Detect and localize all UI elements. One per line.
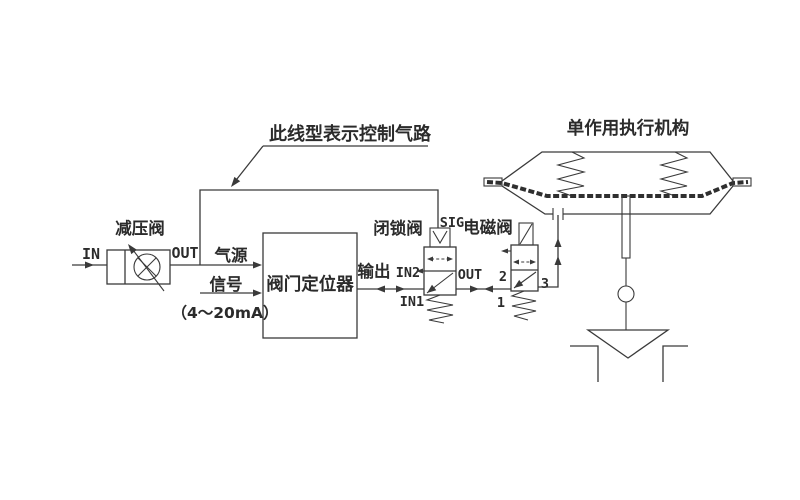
lockup-to-solenoid-line: [456, 285, 511, 293]
lockup-flow-left-arrowhead-icon: [427, 256, 433, 262]
annotation-arrowhead-icon: [231, 176, 241, 187]
lockup-out-label: OUT: [458, 267, 482, 283]
reducing-valve-body: [106, 249, 171, 285]
solenoid-port3-label: 3: [541, 276, 549, 292]
reducing-valve-x2: [137, 257, 157, 277]
actuator-assembly: 单作用执行机构: [483, 118, 752, 382]
signal-range-label: （4～20mA）: [171, 304, 278, 322]
stem-connector-circle: [617, 285, 635, 303]
lockup-spring-icon: [425, 294, 454, 324]
annotation-leader-line: [232, 145, 264, 185]
pipe-left-arrowhead-icon: [484, 285, 493, 293]
solenoid-port1-label: 1: [497, 295, 505, 311]
actuator-diaphragm: [486, 180, 749, 198]
solenoid-flow-right-arrowhead-icon: [530, 259, 536, 265]
actuator-stem: [621, 195, 631, 259]
reducing-valve-adjust-line: [129, 245, 165, 292]
supply-lines: 气源 信号 （4～20mA）: [170, 245, 279, 322]
lockup-bottom-arrowhead-icon: [427, 284, 437, 293]
lockup-in2-label: IN2: [396, 265, 420, 281]
lockup-valve-assembly: 闭锁阀 SIG IN2 IN1 OUT: [373, 215, 482, 324]
reducing-valve-label: 减压阀: [115, 218, 165, 238]
valve-plug-triangle: [585, 329, 671, 359]
diaphragm-right-clamp: [732, 177, 752, 187]
solenoid-coil-slash-icon: [519, 223, 533, 245]
valve-body-bracket-left: [570, 345, 599, 382]
solenoid-flow-left-arrowhead-icon: [513, 259, 519, 265]
air-supply-arrowhead-icon: [253, 261, 262, 269]
out-port-label: OUT: [171, 244, 198, 262]
pipe-right-arrowhead-icon: [470, 285, 479, 293]
reducing-valve-assembly: IN 减压阀 OUT: [72, 218, 199, 292]
riser-up-arrowhead1-icon: [554, 238, 562, 247]
in-port-label: IN: [82, 245, 100, 263]
positioner-box: [262, 232, 358, 339]
lockup-in2-vent-arrowhead-icon: [416, 268, 423, 274]
solenoid-bottom-arrowhead-icon: [514, 279, 524, 288]
output-right-arrowhead-icon: [396, 285, 405, 293]
actuator-spring-right-icon: [658, 151, 690, 197]
actuator-lower-case-left: [501, 185, 553, 215]
actuator-lower-case-right: [563, 185, 734, 215]
valve-body-bracket-right: [662, 345, 688, 382]
actuator-upper-case: [501, 151, 734, 182]
output-left-arrowhead-icon: [376, 285, 385, 293]
lockup-pilot-check-icon: [432, 230, 448, 245]
solenoid-port2-label: 2: [499, 269, 507, 285]
lockup-flow-right-arrowhead-icon: [447, 256, 453, 262]
riser-up-arrowhead2-icon: [554, 256, 562, 265]
control-line-annotation: 此线型表示控制气路: [231, 123, 432, 187]
actuator-spring-left-icon: [555, 151, 587, 197]
control-line-note-label: 此线型表示控制气路: [269, 123, 432, 145]
solenoid-vent-arrowhead-icon: [501, 248, 508, 254]
lockup-in1-label: IN1: [400, 294, 424, 310]
actuator-label: 单作用执行机构: [567, 118, 690, 139]
reducing-valve-globe-icon: [133, 253, 161, 281]
control-air-pipe: [199, 189, 439, 265]
air-supply-label: 气源: [214, 245, 249, 265]
reducing-valve-adjust-arrowhead-icon: [128, 244, 137, 255]
positioner: 阀门定位器 输出: [262, 232, 424, 339]
control-air-line: [199, 189, 439, 265]
sig-port-label: SIG: [440, 215, 464, 231]
positioner-label: 阀门定位器: [266, 274, 354, 295]
solenoid-valve-body: [510, 244, 539, 292]
solenoid-valve-label: 电磁阀: [463, 217, 513, 237]
diaphragm-left-clamp: [483, 177, 503, 187]
positioner-output-label: 输出: [358, 261, 391, 281]
lockup-valve-label: 闭锁阀: [373, 218, 423, 238]
solenoid-spring-icon: [510, 290, 537, 321]
signal-arrowhead-icon: [253, 289, 262, 297]
inlet-arrowhead-icon: [85, 261, 94, 269]
signal-label: 信号: [210, 274, 243, 294]
solenoid-valve-assembly: 电磁阀 2 3 1: [463, 215, 562, 321]
